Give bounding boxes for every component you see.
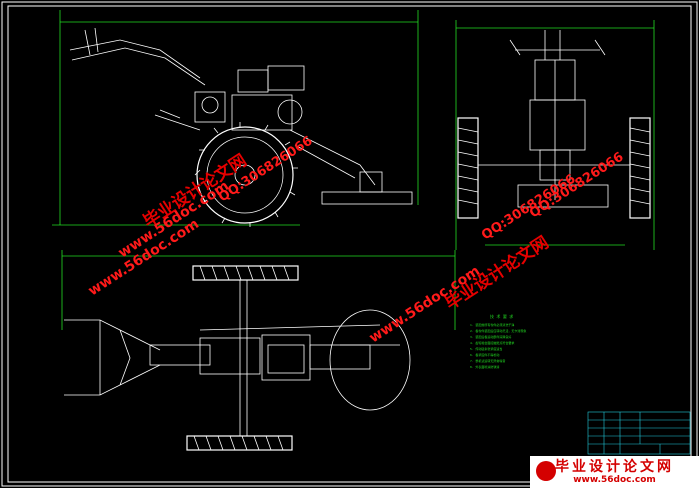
watermark-qq: QQ:306826066 [527,150,626,222]
footer-url: www.56doc.com [573,474,656,485]
drawing-inner-frame [7,5,692,483]
note-line: 5. 传动链条张紧度适当 [470,346,502,351]
note-line: 2. 各零件装配后应转动灵活，无卡滞现象 [470,328,526,333]
note-line: 6. 各紧固件不得松动 [470,352,499,357]
note-line: 7. 整机试运转无异常噪音 [470,358,505,363]
note-line: 3. 装配后各运动部件润滑良好 [470,334,511,339]
footer-logo: 毕业设计论文网 www.56doc.com [530,456,699,488]
title-block [587,411,691,455]
technical-notes: 技 术 要 求 1. 装配前所有零件必须清洗干净 2. 各零件装配后应转动灵活，… [470,313,526,369]
watermark-group: 毕业设计论文网 www.56doc.com QQ:306826066 毕业设计论… [85,134,626,347]
notes-title: 技 术 要 求 [490,313,513,319]
note-line: 8. 外表面喷涂防锈漆 [470,364,499,369]
note-line: 4. 齿轮啮合面接触斑点符合要求 [470,340,514,345]
note-line: 1. 装配前所有零件必须清洗干净 [470,322,514,327]
front-view [52,10,419,227]
footer-brand: 毕业设计论文网 [555,458,674,475]
logo-badge-icon [536,461,556,481]
top-view [61,250,456,451]
watermark-site: www.56doc.com [115,178,231,261]
side-view [455,20,655,250]
